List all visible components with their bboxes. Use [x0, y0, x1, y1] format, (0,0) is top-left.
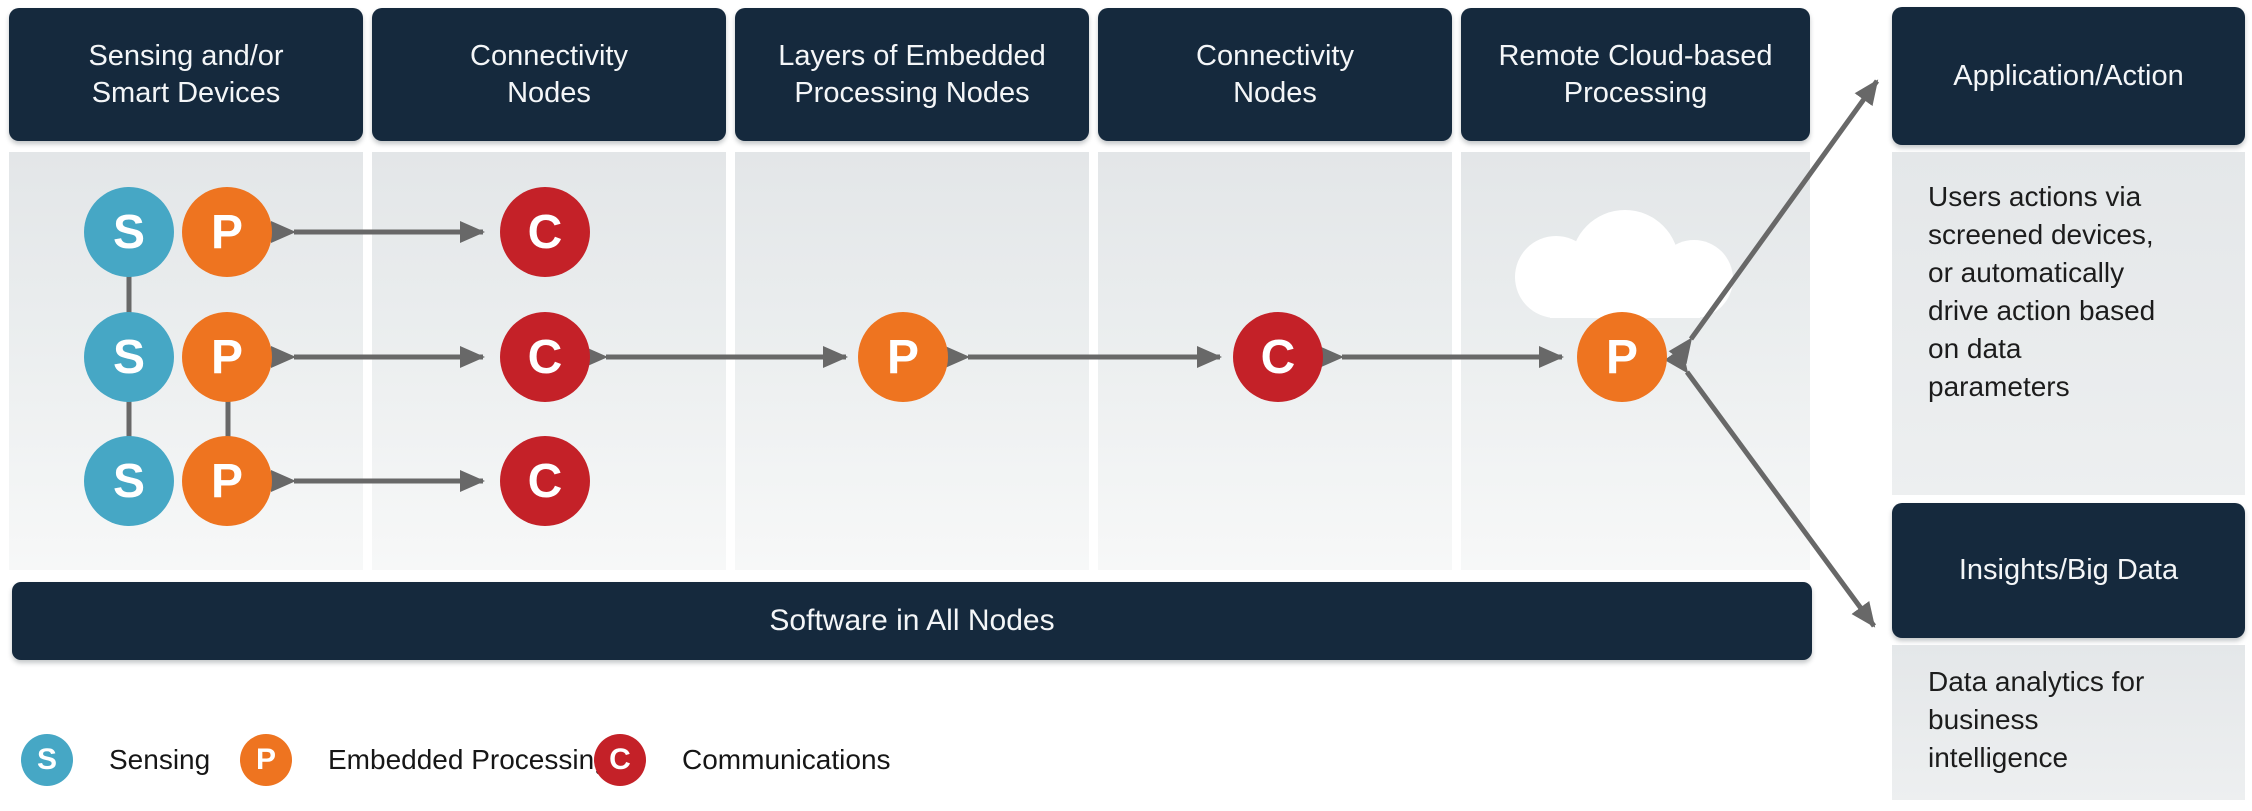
arrow-cloud-p-to-application [1668, 79, 1880, 365]
arrow-cloud-p-to-insights [1664, 346, 1877, 628]
insights-bigdata-title: Insights/Big Data [1958, 554, 2179, 586]
node-sensing-2: S [84, 312, 174, 402]
node-embedded-processing: P [858, 312, 948, 402]
column-header-text: Connectivity Nodes [470, 39, 628, 109]
software-bar: Software in All Nodes [12, 582, 1812, 660]
node-communications-3: C [500, 436, 590, 526]
cloud-icon [1515, 210, 1733, 318]
node-processing-1: P [182, 187, 272, 277]
application-action-description: Users actions via screened devices, or a… [1928, 181, 2156, 402]
legend-label-embedded-processing: Embedded Processing [328, 744, 610, 775]
communications-legend-icon: C [594, 734, 646, 786]
node-cloud-processing: P [1577, 312, 1667, 402]
application-action-header: Application/Action [1892, 7, 2245, 145]
insights-bigdata-panel: Data analytics for business intelligence [1892, 645, 2245, 800]
insights-bigdata-header: Insights/Big Data [1892, 503, 2245, 638]
legend-item-sensing: S Sensing [21, 734, 210, 786]
legend-label-sensing: Sensing [109, 744, 211, 775]
node-processing-3: P [182, 436, 272, 526]
software-bar-label: Software in All Nodes [769, 604, 1055, 637]
column-header-embedded-processing: Layers of Embedded Processing Nodes [735, 8, 1089, 141]
processing-legend-icon: P [240, 734, 292, 786]
application-action-title: Application/Action [1953, 59, 2184, 92]
column-header-connectivity-1: Connectivity Nodes [372, 8, 726, 141]
legend-item-communications: C Communications [594, 734, 891, 786]
column-header-text: Connectivity Nodes [1196, 39, 1354, 109]
legend-item-embedded-processing: P Embedded Processing [240, 734, 610, 786]
column-header-text: Sensing and/or Smart Devices [88, 39, 284, 109]
column-header-sensing-devices: Sensing and/or Smart Devices [9, 8, 363, 141]
node-sensing-1: S [84, 187, 174, 277]
column-header-text: Layers of Embedded Processing Nodes [778, 39, 1046, 109]
node-processing-2: P [182, 312, 272, 402]
node-communications-2: C [500, 312, 590, 402]
legend-label-communications: Communications [682, 744, 891, 775]
node-sensing-3: S [84, 436, 174, 526]
node-communications-1: C [500, 187, 590, 277]
sensing-legend-icon: S [21, 734, 73, 786]
application-action-panel: Users actions via screened devices, or a… [1892, 152, 2245, 495]
node-communications-4: C [1233, 312, 1323, 402]
insights-bigdata-description: Data analytics for business intelligence [1928, 666, 2145, 773]
column-header-connectivity-2: Connectivity Nodes [1098, 8, 1452, 141]
